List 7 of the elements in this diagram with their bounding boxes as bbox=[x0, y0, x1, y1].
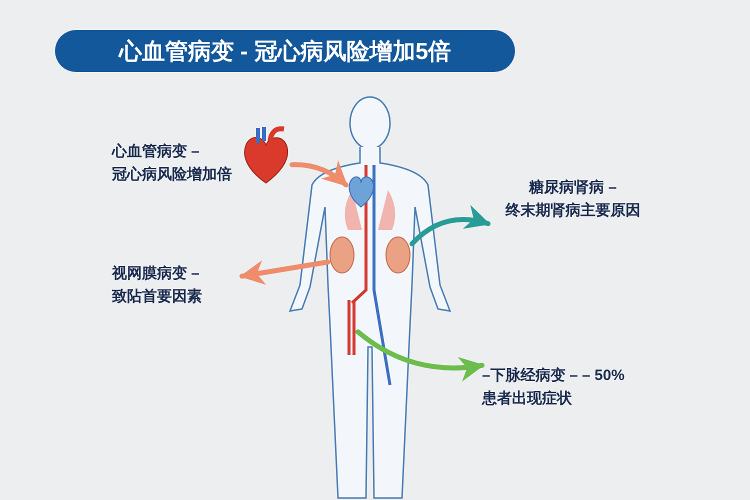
callout-text: 糖尿病肾病 – 终末期肾病主要原因 bbox=[488, 176, 658, 226]
callout-text: 视网膜病变 – 致阽首要因素 bbox=[112, 262, 242, 312]
arrow bbox=[410, 206, 490, 246]
callout-text: 心血管病变 – 冠心病风险增加倍 bbox=[112, 142, 233, 185]
arrow bbox=[290, 160, 348, 188]
title-banner: 心血管病变 - 冠心病风险增加5倍 bbox=[55, 30, 515, 72]
callout-text: –下脉经病变 – – 50%患者出现症状 bbox=[482, 364, 657, 414]
